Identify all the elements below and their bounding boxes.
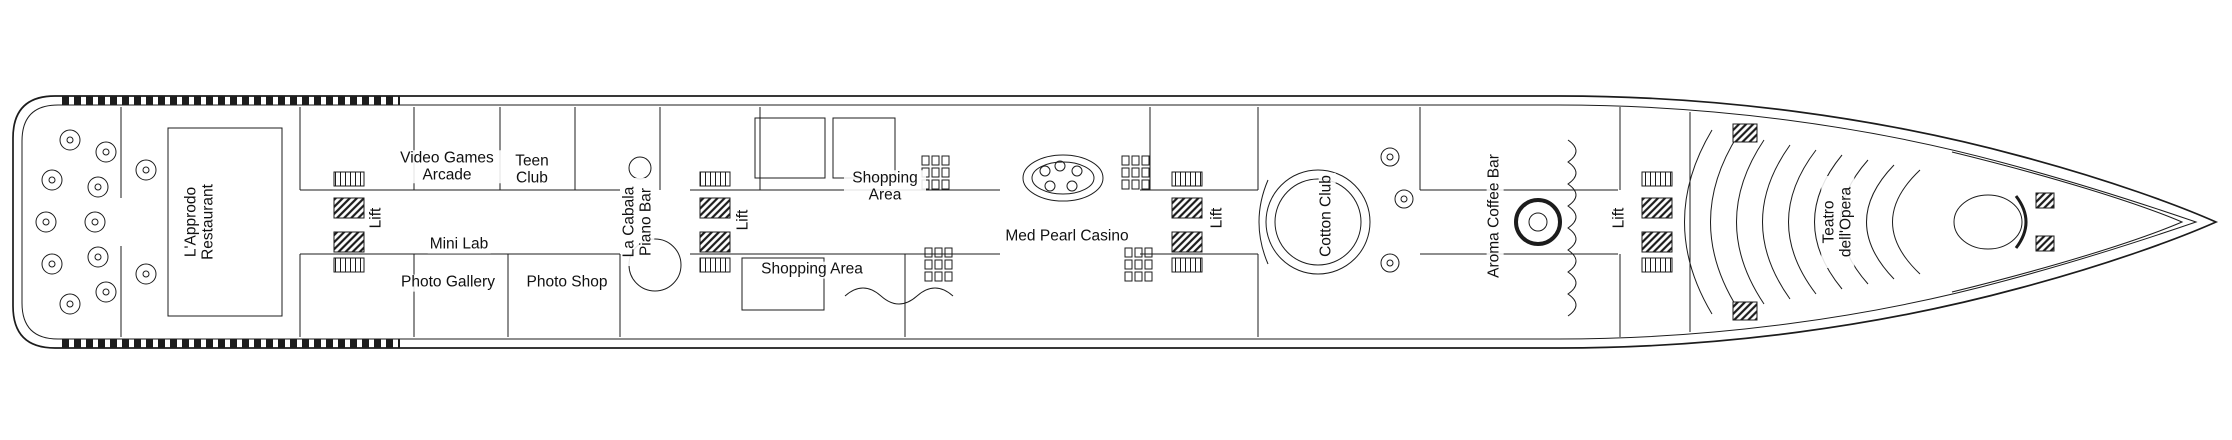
coffee-bar-counter: [1514, 198, 1562, 246]
label-teen-club: Teen Club: [506, 152, 558, 187]
theatre-stage: [1953, 194, 2028, 250]
coffee-bar-area: [1514, 139, 1577, 317]
label-shopping-area-upper: Shopping Area: [844, 169, 926, 204]
restaurant-area: [35, 107, 283, 337]
casino-area: [921, 154, 1153, 282]
label-lift-fwd: Lift: [1610, 205, 1629, 231]
theatre-area: [1684, 123, 2184, 321]
slot-machine-bank: [1124, 247, 1153, 282]
slot-machine-bank: [1121, 155, 1150, 190]
label-video-games-arcade: Video Games Arcade: [393, 149, 501, 184]
label-mini-lab: Mini Lab: [427, 235, 491, 254]
label-shopping-area-lower: Shopping Area: [759, 260, 865, 279]
hull-outer-line: [12, 95, 2219, 349]
label-aroma-coffee-bar: Aroma Coffee Bar: [1485, 152, 1504, 280]
theatre-seating-arcs: [1684, 129, 1921, 315]
ship-hull: [12, 95, 2219, 349]
lift-block-midaft: [699, 171, 731, 273]
label-teatro-dell-opera: Teatro dell'Opera: [1820, 176, 1855, 268]
label-lift-aft: Lift: [367, 205, 386, 231]
label-lapprodo-restaurant: L'Approdo Restaurant: [182, 164, 217, 280]
lift-blocks: [333, 171, 1673, 273]
label-cotton-club: Cotton Club: [1317, 173, 1336, 259]
hull-inner-line: [21, 104, 2198, 340]
lift-block-fwd: [1641, 171, 1673, 273]
slot-machine-bank: [921, 155, 950, 190]
bow-deck-line: [1951, 151, 2184, 293]
label-med-pearl-casino: Med Pearl Casino: [1003, 227, 1131, 246]
label-lift-midaft: Lift: [734, 207, 753, 233]
midship-partitions: [299, 107, 1691, 337]
lift-block-midfwd: [1171, 171, 1203, 273]
label-photo-gallery: Photo Gallery: [399, 273, 497, 292]
label-lift-midfwd: Lift: [1208, 205, 1227, 231]
label-la-cabala-piano-bar: La Cabala Piano Bar: [620, 178, 655, 266]
casino-oval: [1022, 154, 1104, 202]
cotton-club-area: [1258, 147, 1414, 275]
scallop-edge: [1567, 139, 1577, 317]
label-photo-shop: Photo Shop: [524, 273, 610, 292]
shop-scallop-edge: [844, 287, 954, 305]
lift-block-aft: [333, 171, 365, 273]
restaurant-tables: [35, 129, 157, 315]
slot-machine-bank: [924, 247, 953, 282]
